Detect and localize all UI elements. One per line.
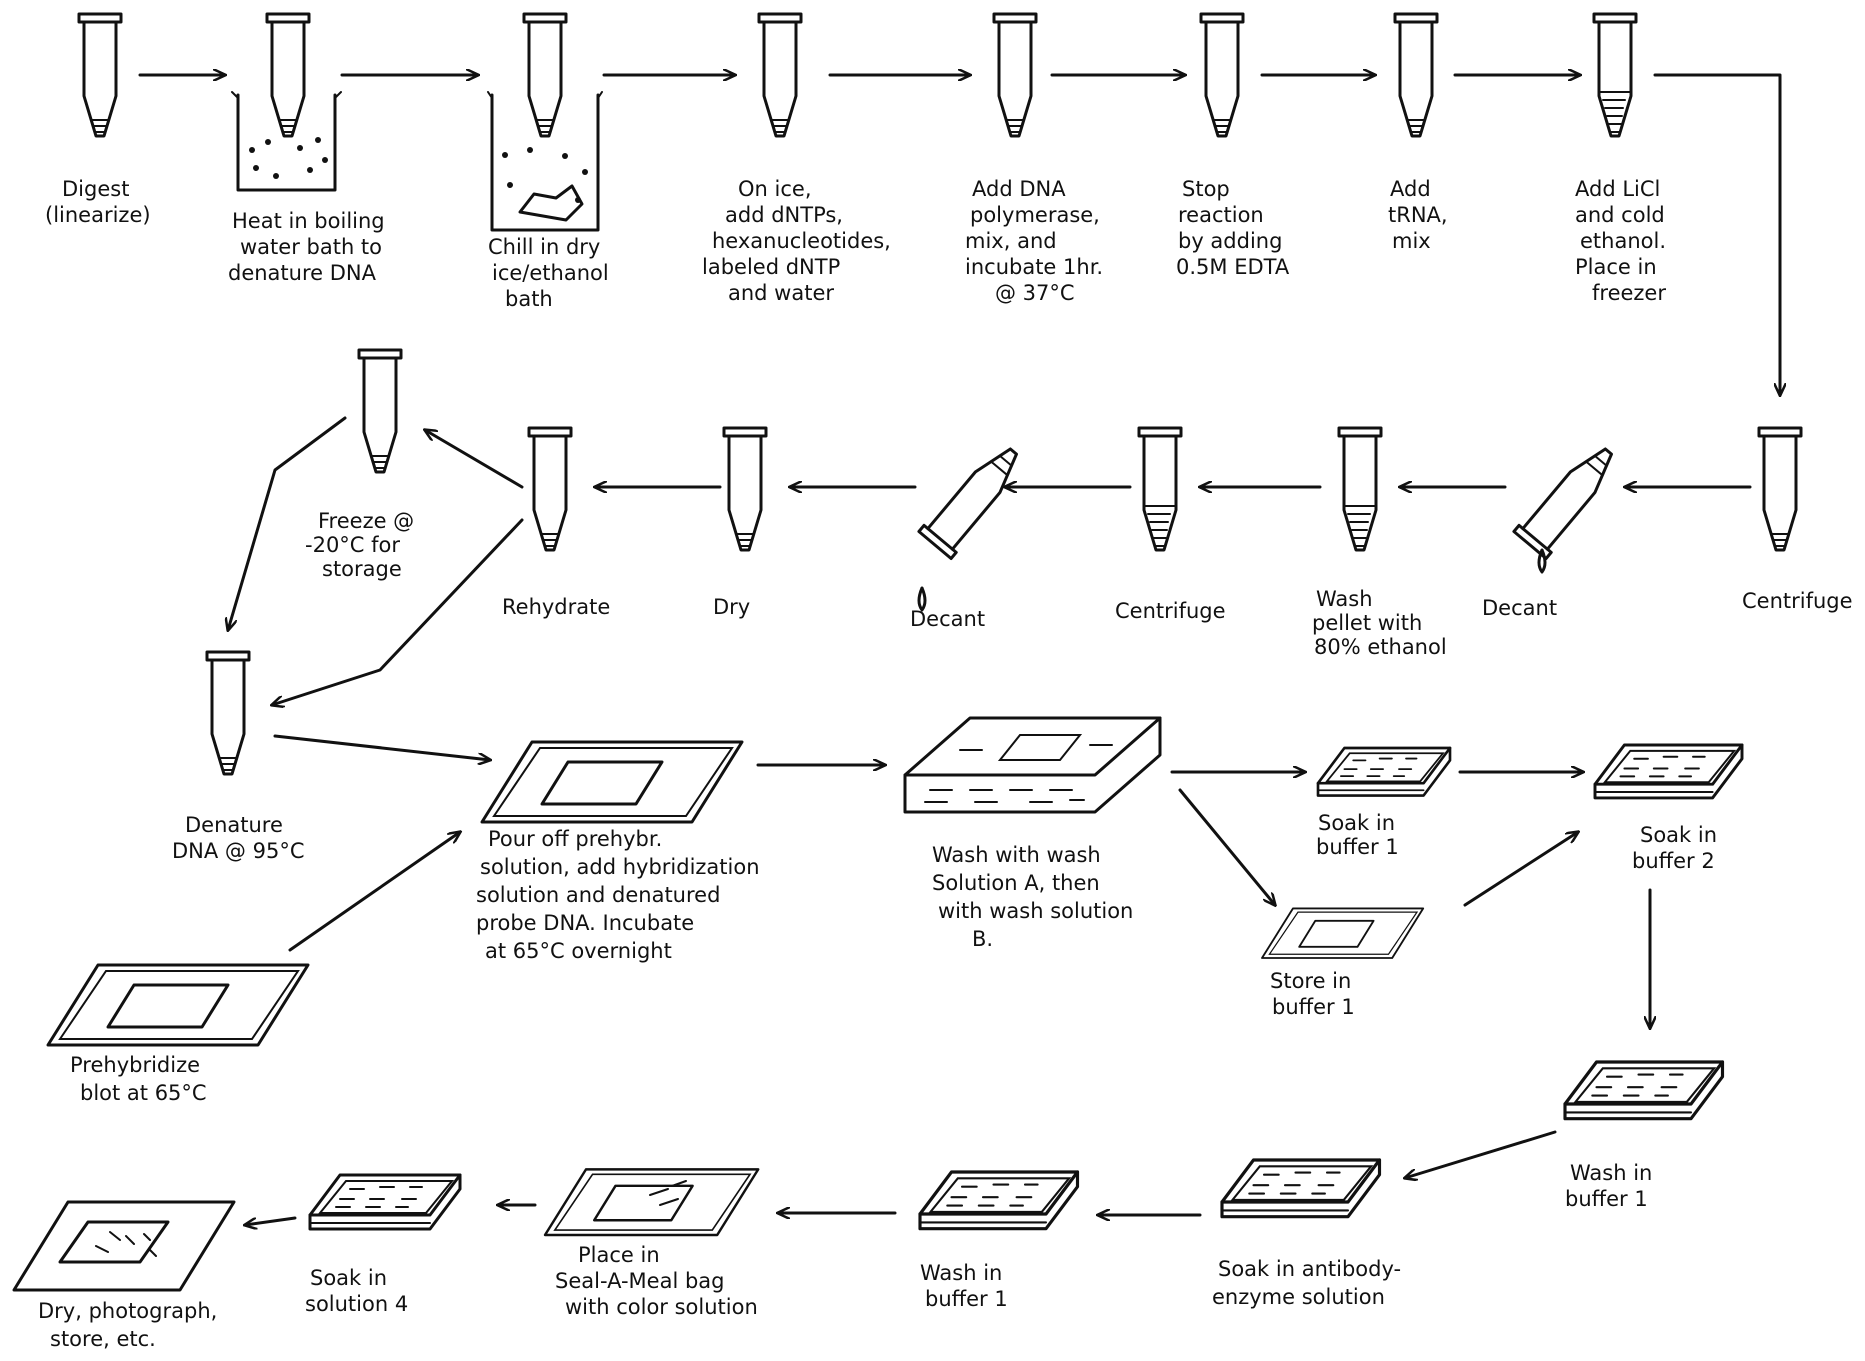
tray-wash-b1a xyxy=(1565,1062,1723,1119)
sheet-final xyxy=(14,1202,234,1290)
tray-wash-b1b xyxy=(920,1172,1078,1229)
tube-trna xyxy=(1395,14,1437,136)
tube-centrifuge2 xyxy=(1139,428,1181,550)
bag-hybridize xyxy=(482,742,742,822)
boiling-water-bath xyxy=(232,92,341,190)
tube-rehydrate xyxy=(529,428,571,550)
tube-decant2 xyxy=(919,438,1030,610)
label-decant2: Decant xyxy=(910,607,985,631)
tray-soak-b1 xyxy=(1318,748,1450,796)
label-pour-off: Pour off prehybr.solution, add hybridiza… xyxy=(476,827,760,963)
tube-decant1 xyxy=(1514,438,1625,572)
tube-denature xyxy=(207,652,249,774)
tube-heat xyxy=(267,14,309,136)
label-dry1: Dry xyxy=(713,595,750,619)
arrow-washab-store xyxy=(1180,790,1275,905)
label-decant1: Decant xyxy=(1482,596,1557,620)
arrow-rehydrate-freeze xyxy=(425,430,522,487)
tube-stop xyxy=(1201,14,1243,136)
tube-wash-pellet xyxy=(1339,428,1381,550)
label-onice: On ice,add dNTPs,hexanucleotides,labeled… xyxy=(702,177,891,305)
arrow-licl-centrifuge xyxy=(1655,75,1780,395)
tube-licl xyxy=(1594,14,1636,136)
tube-digest xyxy=(79,14,121,136)
tube-freeze xyxy=(359,350,401,472)
tube-dry xyxy=(724,428,766,550)
label-antibody: Soak in antibody-enzyme solution xyxy=(1212,1257,1401,1309)
bag-prehybridize xyxy=(48,965,308,1045)
arrow-denature-hybridize xyxy=(275,736,490,760)
label-centrifuge2: Centrifuge xyxy=(1115,599,1226,623)
tube-polymerase xyxy=(994,14,1036,136)
label-final: Dry, photograph,store, etc. xyxy=(38,1299,217,1351)
tray-soak-b2 xyxy=(1595,745,1742,798)
bag-store-b1 xyxy=(1262,908,1423,958)
arrow-washb1a-antibody xyxy=(1405,1132,1555,1178)
bag-seal xyxy=(545,1169,758,1235)
tube-centrifuge1 xyxy=(1759,428,1801,550)
tray-wash-ab xyxy=(905,718,1160,812)
tube-onice xyxy=(759,14,801,136)
tray-antibody xyxy=(1222,1160,1380,1217)
arrow-soaks4-final xyxy=(245,1218,295,1225)
ice-bath xyxy=(488,92,602,230)
label-centrifuge1: Centrifuge xyxy=(1742,589,1853,613)
label-rehydrate: Rehydrate xyxy=(502,595,610,619)
tray-soak-s4 xyxy=(310,1175,460,1229)
label-digest: Digest(linearize) xyxy=(45,177,151,227)
arrow-store-soakb2 xyxy=(1465,832,1578,905)
arrow-prehybridize-hybridize xyxy=(290,832,460,950)
tube-chill xyxy=(524,14,566,136)
